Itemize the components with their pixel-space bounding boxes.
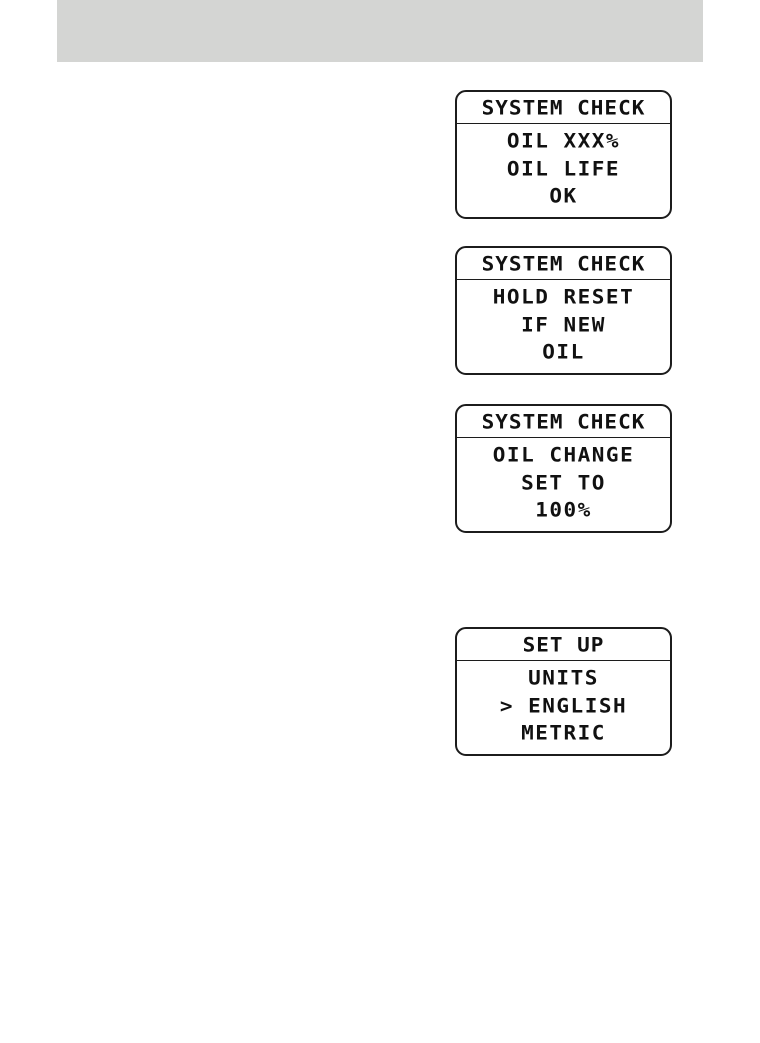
lcd-line: UNITS: [528, 666, 599, 690]
lcd-line-selected: > ENGLISH: [499, 694, 628, 717]
lcd-line: OIL: [542, 340, 585, 364]
lcd-display-title: SET UP: [522, 633, 605, 656]
lcd-line: OK: [549, 184, 578, 208]
lcd-line: OIL LIFE: [506, 157, 621, 180]
lcd-line: SET TO: [521, 471, 606, 494]
lcd-display-body: OIL XXX% OIL LIFE OK: [457, 124, 670, 217]
lcd-display-title-band: SYSTEM CHECK: [457, 92, 670, 124]
lcd-line: OIL XXX%: [506, 129, 621, 153]
lcd-display-body: UNITS > ENGLISH METRIC: [457, 661, 670, 754]
lcd-display-title-band: SYSTEM CHECK: [457, 248, 670, 280]
lcd-display-setup-units: SET UP UNITS > ENGLISH METRIC: [455, 627, 672, 756]
lcd-display-body: HOLD RESET IF NEW OIL: [457, 280, 670, 373]
lcd-display-title: SYSTEM CHECK: [481, 410, 646, 433]
lcd-display-oil-change-set: SYSTEM CHECK OIL CHANGE SET TO 100%: [455, 404, 672, 533]
lcd-display-title: SYSTEM CHECK: [481, 96, 646, 119]
lcd-display-title: SYSTEM CHECK: [481, 252, 646, 275]
lcd-line: IF NEW: [521, 313, 606, 336]
lcd-line: METRIC: [521, 721, 606, 745]
lcd-display-oil-life: SYSTEM CHECK OIL XXX% OIL LIFE OK: [455, 90, 672, 219]
lcd-display-hold-reset: SYSTEM CHECK HOLD RESET IF NEW OIL: [455, 246, 672, 375]
lcd-line: 100%: [535, 498, 592, 522]
lcd-line: OIL CHANGE: [492, 443, 635, 467]
lcd-display-title-band: SET UP: [457, 629, 670, 661]
lcd-display-body: OIL CHANGE SET TO 100%: [457, 438, 670, 531]
lcd-display-title-band: SYSTEM CHECK: [457, 406, 670, 438]
lcd-line: HOLD RESET: [492, 285, 635, 309]
page-header-bar: [57, 0, 703, 62]
